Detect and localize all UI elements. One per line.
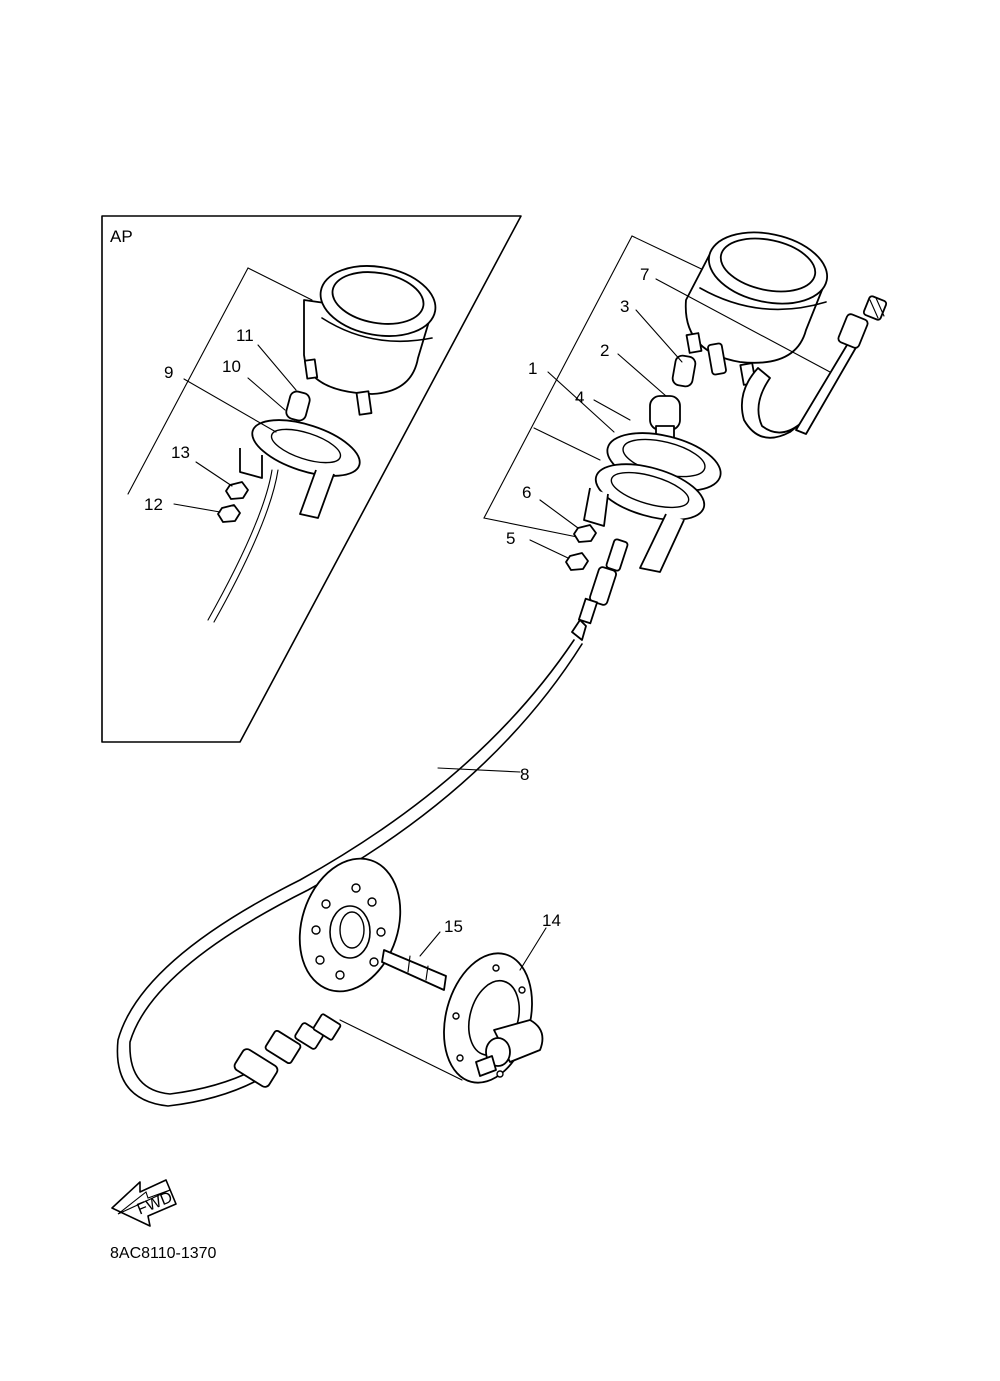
leader-8 (437, 767, 521, 773)
fwd-arrow-icon: FWD (111, 1179, 177, 1227)
leader-11 (257, 344, 297, 391)
speedometer-cable: 8 (116, 619, 587, 1107)
callout-15: 15 (444, 917, 463, 936)
callout-4: 4 (575, 388, 584, 407)
inset-bracket (239, 419, 361, 519)
callout-8: 8 (520, 765, 529, 784)
callout-3: 3 (620, 297, 629, 316)
lamp-socket (837, 295, 888, 349)
leader-9 (183, 378, 277, 433)
leader-13 (195, 461, 233, 487)
inset-meter (303, 265, 437, 416)
inset-frame (101, 215, 522, 743)
callout-10: 10 (222, 357, 241, 376)
inset-label: AP (110, 227, 133, 246)
bulb (671, 354, 697, 388)
leader-10 (247, 377, 286, 411)
leader-7 (655, 278, 831, 373)
leader-6 (539, 499, 579, 529)
leader-5 (529, 539, 569, 559)
drive-shaft (381, 949, 447, 991)
callout-14: 14 (542, 911, 561, 930)
main-bracket-top (631, 235, 713, 275)
nut-5 (565, 552, 589, 571)
callout-1: 1 (528, 359, 537, 378)
inset-bracket-top (247, 267, 313, 301)
callout-13: 13 (171, 443, 190, 462)
callout-6: 6 (522, 483, 531, 502)
leader-1 (547, 371, 615, 433)
callout-7: 7 (640, 265, 649, 284)
leader-2 (617, 353, 667, 397)
callout-2: 2 (600, 341, 609, 360)
inset-nut-12 (217, 504, 241, 523)
lamp-wire (740, 367, 801, 439)
hub-plate (298, 857, 402, 993)
leader-4 (593, 399, 631, 421)
leader-3 (635, 309, 683, 363)
inset-bulb (285, 390, 311, 422)
lamp-lead (795, 339, 859, 435)
drawing-code: 8AC8110-1370 (110, 1245, 217, 1262)
fwd-label: FWD (135, 1189, 175, 1218)
callout-9: 9 (164, 363, 173, 382)
leader-12 (173, 503, 221, 513)
meter-bracket (583, 463, 706, 573)
callout-11: 11 (236, 326, 254, 345)
nut-6 (573, 524, 597, 543)
cable-end-top (577, 538, 629, 625)
leader-14 (519, 927, 547, 971)
main-bracket-side (483, 235, 633, 541)
speedometer (684, 231, 829, 386)
main-assembly: 7 3 2 1 4 6 5 (483, 231, 888, 625)
leader-15 (419, 931, 441, 957)
speedometer-gear-unit (443, 952, 544, 1084)
callout-12: 12 (144, 495, 163, 514)
inset-wire (207, 469, 273, 621)
inset-panel: AP 11 (101, 215, 522, 743)
callout-5: 5 (506, 529, 515, 548)
